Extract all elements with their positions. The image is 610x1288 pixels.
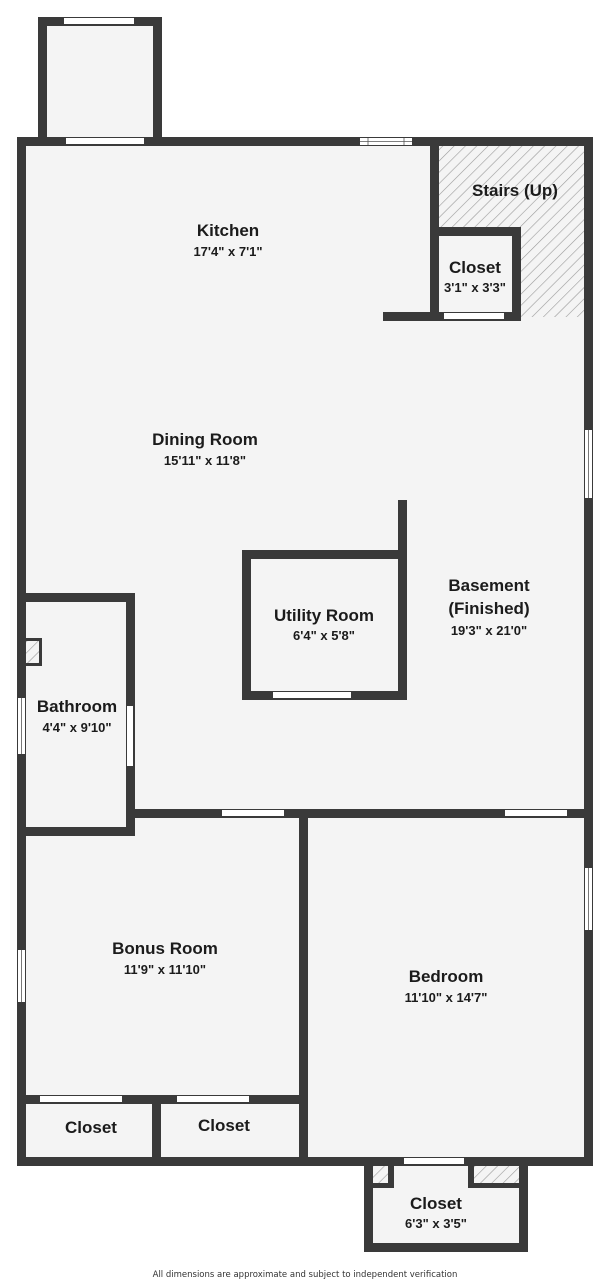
basement-label: Basement	[448, 576, 530, 595]
door-opening	[127, 706, 133, 766]
room-labels: Kitchen 17'4" x 7'1" Stairs (Up) Closet …	[37, 181, 558, 1231]
window	[64, 18, 134, 24]
bathroom-label: Bathroom	[37, 697, 117, 716]
closet-top-label: Closet	[449, 258, 501, 277]
wall	[512, 227, 521, 321]
door-opening	[177, 1096, 249, 1102]
basement-dimensions: 19'3" x 21'0"	[451, 623, 527, 638]
wall	[584, 137, 593, 1166]
wall	[242, 550, 251, 700]
disclaimer-text: All dimensions are approximate and subje…	[152, 1270, 458, 1280]
window	[18, 698, 25, 754]
door-opening	[273, 692, 351, 698]
wall	[470, 1183, 522, 1188]
wall	[364, 1243, 528, 1252]
window	[585, 868, 592, 930]
dining-room-dimensions: 15'11" x 11'8"	[164, 453, 246, 468]
wall	[152, 1095, 161, 1165]
utility-room-dimensions: 6'4" x 5'8"	[293, 628, 355, 643]
door-opening	[505, 810, 567, 816]
stairs-label: Stairs (Up)	[472, 181, 558, 200]
door-opening	[40, 1096, 122, 1102]
closet-top-floor	[438, 233, 516, 317]
wall	[398, 500, 407, 700]
wall	[17, 137, 591, 146]
wall	[38, 17, 47, 145]
wall	[126, 809, 590, 818]
dining-room-label: Dining Room	[152, 430, 258, 449]
wall	[364, 1157, 373, 1252]
wall	[39, 638, 42, 666]
closet-bottom-middle-label: Closet	[198, 1116, 250, 1135]
window	[66, 138, 144, 144]
window	[360, 138, 412, 145]
bottom-closet-hatch-left	[372, 1163, 392, 1185]
bedroom-label: Bedroom	[409, 967, 484, 986]
wall	[242, 550, 406, 559]
walls	[17, 17, 593, 1252]
wall	[430, 227, 521, 236]
wall	[20, 1095, 304, 1104]
bottom-closet-hatch-right	[472, 1163, 520, 1185]
porch-floor	[42, 20, 158, 142]
wall	[430, 142, 439, 228]
utility-room-label: Utility Room	[274, 606, 374, 625]
bonus-room-dimensions: 11'9" x 11'10"	[124, 962, 206, 977]
wall	[388, 1160, 394, 1188]
bathroom-dimensions: 4'4" x 9'10"	[42, 720, 111, 735]
bathroom-vent-hatch	[26, 640, 40, 664]
wall	[26, 663, 42, 666]
openings	[18, 18, 592, 1164]
wall	[20, 827, 135, 836]
wall	[430, 227, 439, 321]
wall	[20, 593, 135, 602]
closet-bottom-dimensions: 6'3" x 3'5"	[405, 1216, 467, 1231]
door-opening	[444, 313, 504, 319]
window	[18, 950, 25, 1002]
kitchen-dimensions: 17'4" x 7'1"	[193, 244, 262, 259]
wall	[468, 1160, 474, 1188]
wall	[368, 1183, 394, 1188]
closet-top-dimensions: 3'1" x 3'3"	[444, 280, 506, 295]
closet-bottom-left-label: Closet	[65, 1118, 117, 1137]
wall	[299, 809, 308, 1166]
bonus-room-label: Bonus Room	[112, 939, 218, 958]
closet-bottom-label: Closet	[410, 1194, 462, 1213]
window	[585, 430, 592, 498]
wall	[17, 137, 26, 1166]
bedroom-dimensions: 11'10" x 14'7"	[405, 990, 488, 1005]
door-opening	[222, 810, 284, 816]
wall	[26, 638, 42, 641]
basement-label-line2: (Finished)	[448, 599, 529, 618]
wall	[153, 17, 162, 145]
wall	[519, 1157, 528, 1252]
kitchen-label: Kitchen	[197, 221, 259, 240]
door-opening	[404, 1158, 464, 1164]
